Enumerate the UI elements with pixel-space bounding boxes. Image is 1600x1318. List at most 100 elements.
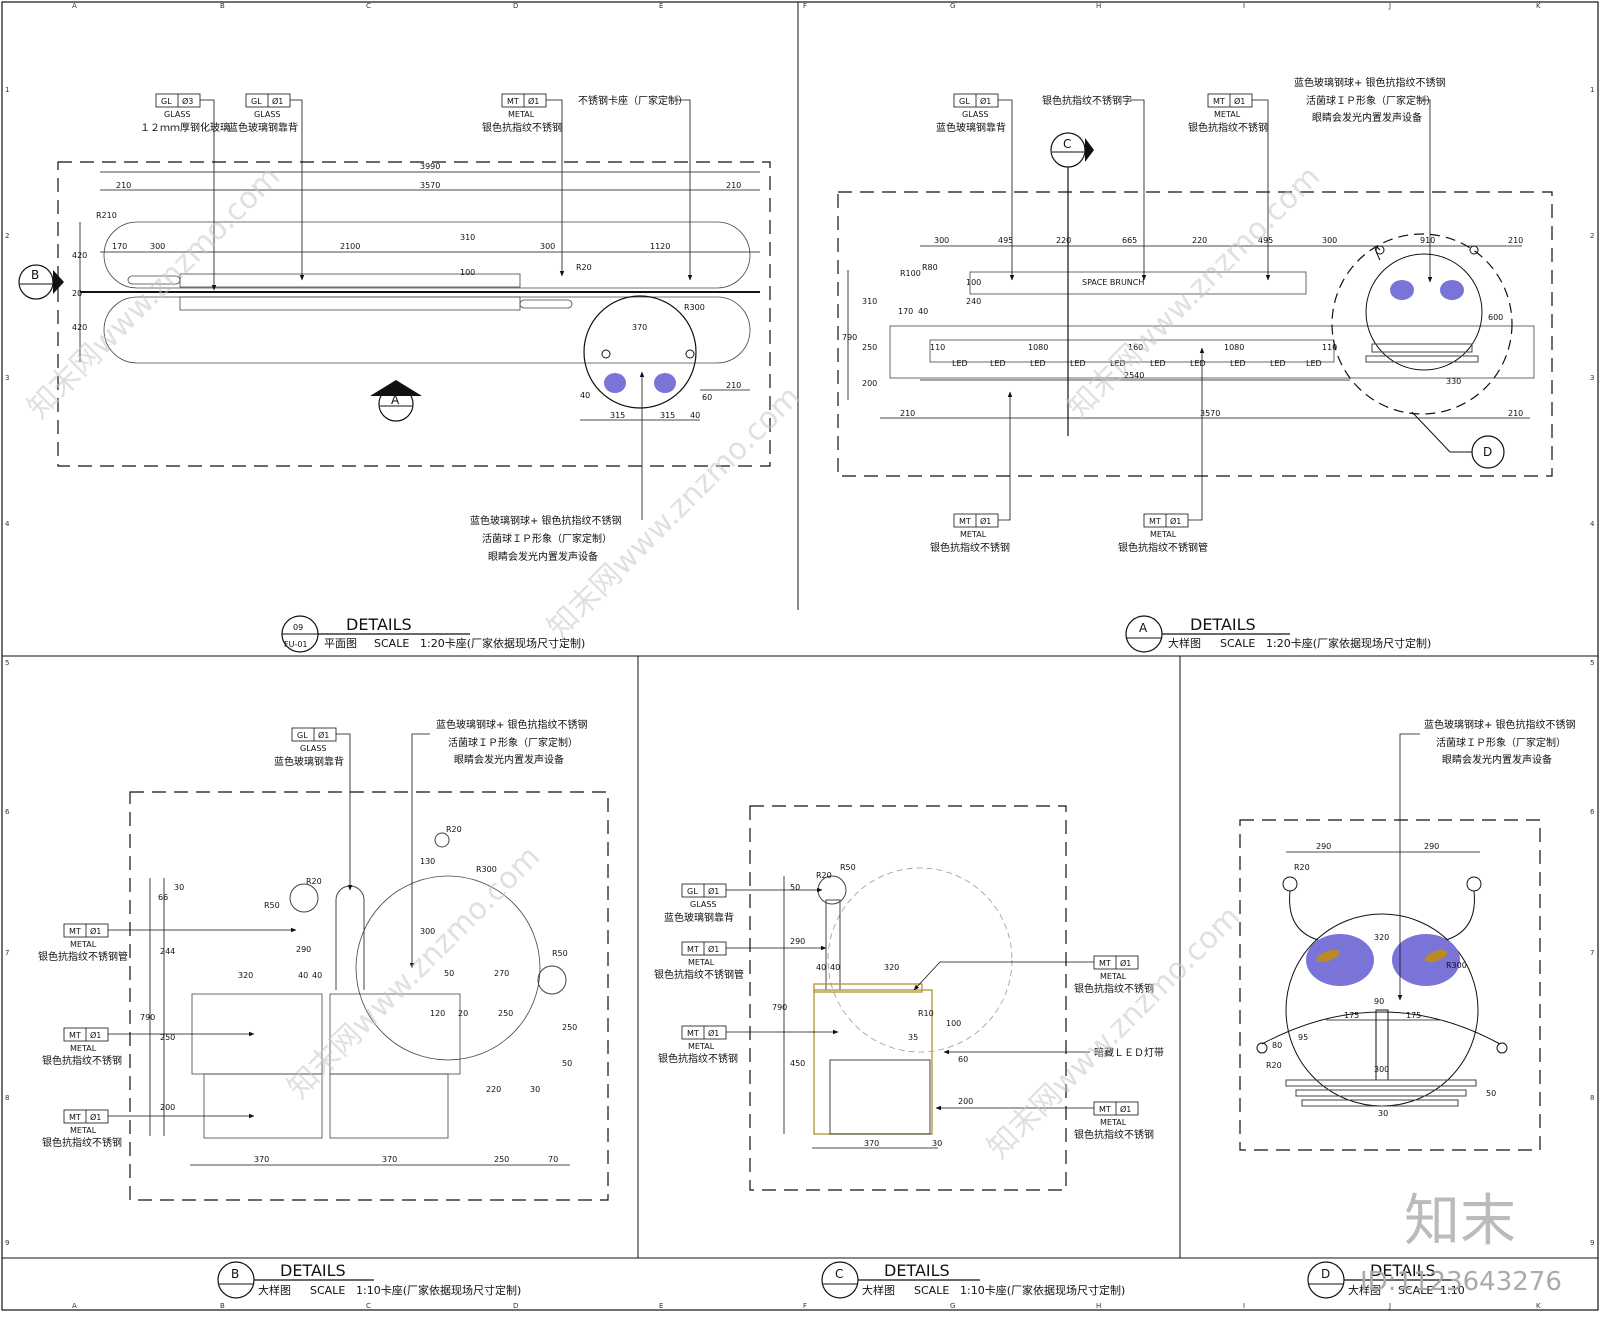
- svg-text:平面图: 平面图: [324, 637, 357, 650]
- dim-label: 300: [1322, 236, 1337, 245]
- tag-mt01-lower-right: MT Ø1 METAL 银色抗指纹不锈钢管: [1118, 347, 1208, 554]
- eye-right-highlight: [1424, 949, 1448, 963]
- dim-label: 200: [958, 1097, 973, 1106]
- grid-number: 9: [1590, 1239, 1594, 1247]
- svg-text:FU-01: FU-01: [284, 640, 308, 649]
- svg-text:LED: LED: [1070, 359, 1086, 368]
- grid-letter: D: [513, 1302, 518, 1310]
- dim-label: 50: [562, 1059, 572, 1068]
- svg-text:A: A: [391, 393, 400, 407]
- grid-number: 2: [5, 232, 9, 240]
- dim-label: 370: [864, 1139, 879, 1148]
- svg-text:Ø1: Ø1: [708, 1028, 719, 1038]
- dim-label: 40: [298, 971, 308, 980]
- note-hidden-led: 暗藏ＬＥＤ灯带: [1094, 1046, 1164, 1059]
- svg-text:MT: MT: [69, 927, 81, 936]
- svg-text:Ø1: Ø1: [1120, 1104, 1131, 1114]
- svg-text:LED: LED: [1270, 359, 1286, 368]
- dim-label: R300: [476, 865, 497, 874]
- svg-text:METAL: METAL: [1150, 530, 1177, 539]
- svg-text:LED: LED: [1306, 359, 1322, 368]
- dim-label: 790: [772, 1003, 787, 1012]
- svg-text:LED: LED: [1230, 359, 1246, 368]
- dim-label: 300: [540, 242, 555, 251]
- antenna-ball-left: [1282, 876, 1298, 892]
- svg-text:Ø1: Ø1: [272, 96, 283, 106]
- dim-label: 250: [494, 1155, 509, 1164]
- watermark-id: ID:1123643276: [1360, 1267, 1562, 1297]
- svg-text:活菌球ＩＰ形象（厂家定制）: 活菌球ＩＰ形象（厂家定制）: [448, 736, 578, 749]
- arm-arc: [1261, 1011, 1501, 1045]
- svg-text:银色抗指纹不锈钢: 银色抗指纹不锈钢: [42, 1054, 122, 1067]
- dim-label: 3990: [420, 162, 440, 171]
- dim-label: 210: [116, 181, 131, 190]
- grid-letter: K: [1536, 2, 1541, 10]
- antenna-ball-top: [434, 832, 450, 848]
- eye-left-icon: [1390, 280, 1414, 300]
- dim-label: 40: [690, 411, 700, 420]
- note-ball: 蓝色玻璃钢球+ 银色抗指纹不锈钢 活菌球ＩＰ形象（厂家定制） 眼睛会发光内置发声…: [1397, 718, 1576, 1001]
- dim-label: R20: [816, 871, 832, 880]
- svg-text:银色抗指纹不锈钢管: 银色抗指纹不锈钢管: [1118, 541, 1208, 554]
- dim-label: 120: [430, 1009, 445, 1018]
- dim-label: 110: [930, 343, 945, 352]
- svg-text:银色抗指纹不锈钢: 银色抗指纹不锈钢: [658, 1052, 738, 1065]
- base-plate-1: [1285, 1079, 1477, 1087]
- svg-text:MT: MT: [1149, 517, 1161, 526]
- dim-label: 495: [998, 236, 1013, 245]
- svg-text:SCALE: SCALE: [310, 1284, 345, 1297]
- dim-label: R210: [96, 211, 117, 220]
- dim-label: 330: [1446, 377, 1461, 386]
- dim-label: 300: [150, 242, 165, 251]
- svg-text:GL: GL: [251, 97, 262, 106]
- dim-label: 790: [140, 1013, 155, 1022]
- svg-text:蓝色玻璃钢靠背: 蓝色玻璃钢靠背: [228, 121, 298, 134]
- svg-text:MT: MT: [687, 1029, 699, 1038]
- svg-text:Ø1: Ø1: [90, 926, 101, 936]
- svg-text:银色抗指纹不锈钢: 银色抗指纹不锈钢: [1074, 982, 1154, 995]
- svg-text:LED: LED: [1190, 359, 1206, 368]
- character-ball-side: [355, 875, 541, 1061]
- dim-label: 30: [932, 1139, 942, 1148]
- dim-label: 210: [726, 181, 741, 190]
- svg-text:METAL: METAL: [70, 1126, 97, 1135]
- panel-09-plan: 3990 210 3570 210 170 300 2100 300 1120 …: [18, 93, 771, 653]
- svg-text:LED: LED: [1030, 359, 1046, 368]
- grid-number: 5: [1590, 659, 1594, 667]
- dim-label: R300: [684, 303, 705, 312]
- tag-mt01: MT Ø1 METAL 银色抗指纹不锈钢: [1188, 93, 1271, 281]
- dim-label: 20: [72, 289, 82, 298]
- dim-label: R80: [922, 263, 938, 272]
- dim-label: 40: [816, 963, 826, 972]
- tube-arch: [335, 885, 365, 990]
- svg-text:METAL: METAL: [688, 1042, 715, 1051]
- svg-text:银色抗指纹不锈钢: 银色抗指纹不锈钢: [1188, 121, 1268, 134]
- dim-label: 3570: [420, 181, 440, 190]
- tube-right: [519, 299, 573, 309]
- leader-line: [676, 99, 693, 281]
- character-ball-ghost: [827, 867, 1013, 1053]
- grid-numbers-left: 1 2 3 4 5 6 7 8 9: [5, 86, 10, 1247]
- seat-top: [813, 983, 923, 993]
- note-ball: 蓝色玻璃钢球+ 银色抗指纹不锈钢 活菌球ＩＰ形象（厂家定制） 眼睛会发光内置发声…: [470, 371, 645, 563]
- grid-number: 8: [5, 1094, 9, 1102]
- svg-text:LED: LED: [990, 359, 1006, 368]
- dim-label: 1080: [1224, 343, 1244, 352]
- svg-text:Ø1: Ø1: [980, 96, 991, 106]
- svg-text:LED: LED: [952, 359, 968, 368]
- grid-letter: B: [220, 2, 225, 10]
- seat-frame: [813, 989, 933, 1135]
- dim-label: 20: [458, 1009, 468, 1018]
- dim-label: 30: [530, 1085, 540, 1094]
- tag-mt01-pipe: MT Ø1 METAL 银色抗指纹不锈钢管: [654, 941, 827, 981]
- backrest: [969, 271, 1307, 295]
- svg-text:SCALE: SCALE: [374, 637, 409, 650]
- svg-text:METAL: METAL: [688, 958, 715, 967]
- svg-text:SCALE: SCALE: [1398, 1284, 1433, 1297]
- elevation-dashed-boundary: [837, 191, 1553, 477]
- dim-label: 50: [790, 883, 800, 892]
- svg-text:蓝色玻璃钢靠背: 蓝色玻璃钢靠背: [936, 121, 1006, 134]
- svg-text:1:20卡座(厂家依据现场尺寸定制): 1:20卡座(厂家依据现场尺寸定制): [420, 636, 585, 650]
- svg-text:MT: MT: [959, 517, 971, 526]
- dim-label: 50: [1486, 1089, 1496, 1098]
